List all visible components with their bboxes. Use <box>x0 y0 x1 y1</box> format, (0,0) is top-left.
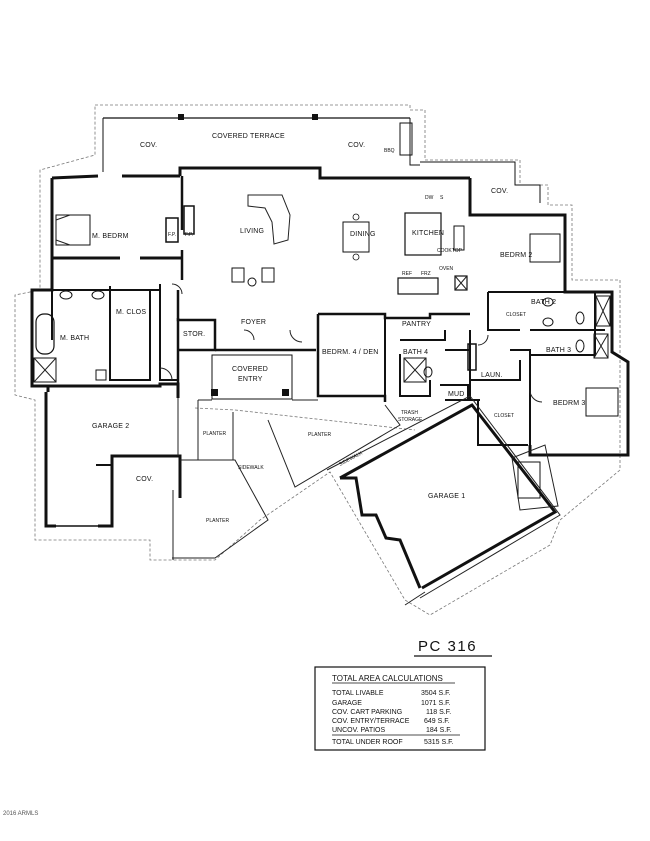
label-laundry: LAUN. <box>481 372 503 379</box>
area-row-label: COV. CART PARKING <box>332 709 402 716</box>
label-bedroom-2: BEDRM 2 <box>500 252 533 259</box>
label-living: LIVING <box>240 228 264 235</box>
label-planter-3: PLANTER <box>206 518 229 524</box>
area-row-value: 649 S.F. <box>424 718 450 725</box>
label-s: S <box>440 195 444 201</box>
main-walls <box>30 166 630 457</box>
label-garage-1: GARAGE 1 <box>428 493 465 500</box>
label-cov-garage: COV. <box>136 476 153 483</box>
label-closet-bath2: CLOSET <box>506 312 526 318</box>
area-row-label: GARAGE <box>332 700 362 707</box>
label-bedroom-4-den: BEDRM. 4 / DEN <box>322 349 378 356</box>
label-frz: FRZ <box>421 271 431 277</box>
label-dw: DW <box>425 195 434 201</box>
room-labels: COVERED TERRACE COV. COV. BBQ COV. M. BE… <box>60 133 586 524</box>
area-table: TOTAL AREA CALCULATIONS TOTAL LIVABLE 35… <box>314 666 486 751</box>
label-trash-2: STORAGE <box>398 417 423 423</box>
label-planter-2: PLANTER <box>308 432 331 438</box>
label-garage-2: GARAGE 2 <box>92 423 129 430</box>
area-row-value: 1071 S.F. <box>421 700 451 707</box>
label-bedroom-3: BEDRM 3 <box>553 400 586 407</box>
label-ref: REF <box>402 271 412 277</box>
label-foyer: FOYER <box>241 319 266 326</box>
label-bath-3: BATH 3 <box>546 347 571 354</box>
label-master-bath: M. BATH <box>60 335 89 342</box>
plan-title: PC 316 <box>418 638 477 655</box>
area-table-heading: TOTAL AREA CALCULATIONS <box>332 674 443 683</box>
label-fp-2: F.P. <box>185 232 193 238</box>
label-pantry: PANTRY <box>402 321 431 328</box>
label-kitchen: KITCHEN <box>412 230 444 237</box>
label-cov-east: COV. <box>491 188 508 195</box>
label-cooktop: COOKTOP <box>437 248 463 254</box>
garage-1-walls <box>326 395 561 606</box>
label-sidewalk-1: SIDEWALK <box>238 465 264 471</box>
area-row-label: TOTAL UNDER ROOF <box>332 739 403 746</box>
fixtures <box>33 194 619 417</box>
label-covered-entry-1: COVERED <box>232 366 268 373</box>
roof-outline <box>14 104 621 616</box>
label-dining: DINING <box>350 231 376 238</box>
area-row-label: UNCOV. PATIOS <box>332 727 385 734</box>
label-trash-1: TRASH <box>401 410 418 416</box>
area-row-label: COV. ENTRY/TERRACE <box>332 718 410 725</box>
label-closet-bed3: CLOSET <box>494 413 514 419</box>
label-storage: STOR. <box>183 331 205 338</box>
label-fp-1: F.P. <box>168 232 176 238</box>
area-row-value: 184 S.F. <box>426 727 452 734</box>
label-covered-terrace: COVERED TERRACE <box>212 133 285 140</box>
covered-entry-walls <box>198 354 318 401</box>
label-mud: MUD <box>448 391 465 398</box>
garage-2-walls <box>44 382 182 528</box>
label-master-bedroom: M. BEDRM <box>92 233 129 240</box>
label-oven: OVEN <box>439 266 454 272</box>
label-master-closet: M. CLOS <box>116 309 146 316</box>
label-bath-4: BATH 4 <box>403 349 428 356</box>
site-features <box>172 400 401 560</box>
area-row-value: 3504 S.F. <box>421 690 451 697</box>
label-bath-2: BATH 2 <box>531 299 556 306</box>
covered-terrace-structure <box>102 114 541 203</box>
label-cov-right: COV. <box>348 142 365 149</box>
area-row-label: TOTAL LIVABLE <box>332 690 384 697</box>
label-covered-entry-2: ENTRY <box>238 376 263 383</box>
area-row-value: 5315 S.F. <box>424 739 454 746</box>
copyright-text: 2016 ARMLS <box>3 811 38 817</box>
area-row-value: 118 S.F. <box>426 709 451 716</box>
label-cov-left: COV. <box>140 142 157 149</box>
label-planter-1: PLANTER <box>203 431 226 437</box>
label-bbq: BBQ <box>384 148 395 154</box>
